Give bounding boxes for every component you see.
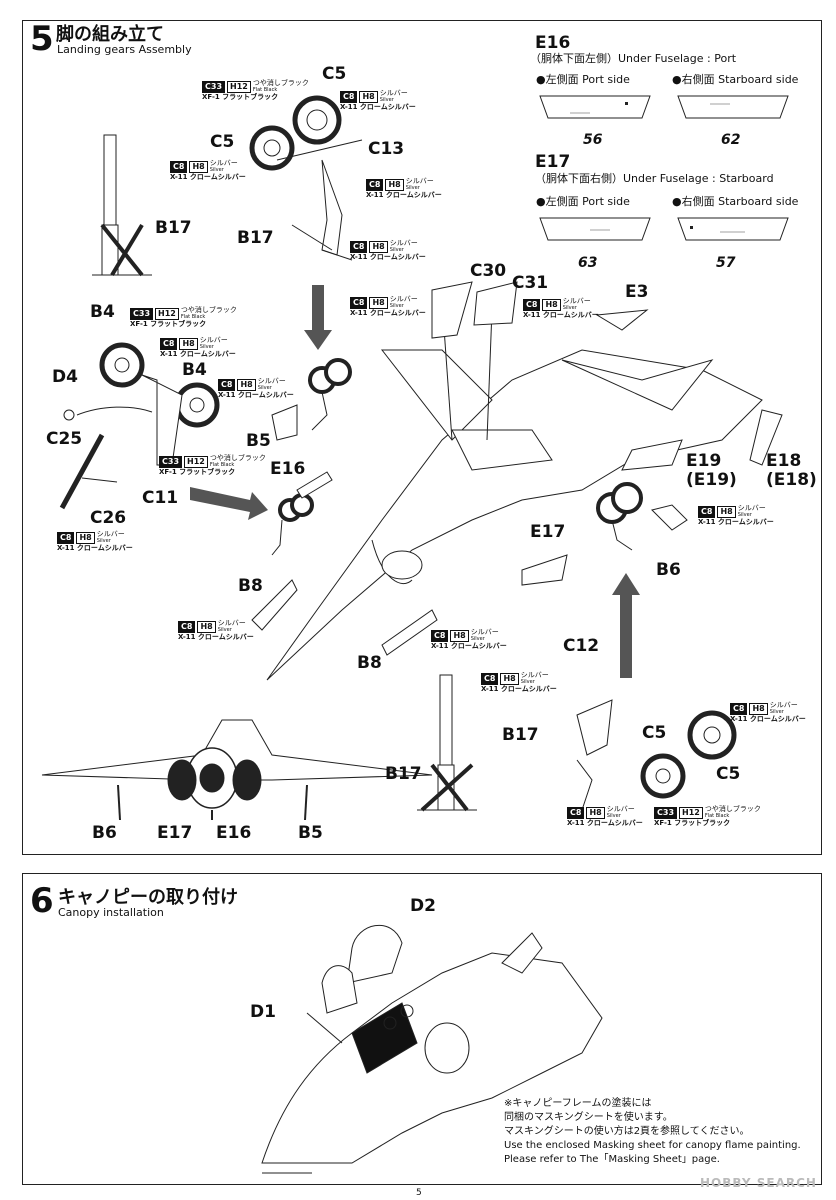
part-b8-a: B8: [238, 576, 263, 596]
front-b6: B6: [92, 823, 117, 843]
part-d2: D2: [410, 896, 436, 916]
part-b4-a: B4: [90, 302, 115, 322]
e17-right-num: 57: [716, 255, 736, 271]
e16-decal-panels: [539, 95, 789, 119]
part-c13: C13: [368, 139, 405, 159]
step5-title-en: Landing gears Assembly: [57, 43, 192, 56]
part-c5-left: C5: [210, 132, 235, 152]
part-b8-b: B8: [357, 653, 382, 673]
step6-title-en: Canopy installation: [58, 906, 164, 919]
step6-frame: [22, 873, 822, 1185]
part-d1: D1: [250, 1002, 276, 1022]
e16-left-label: ●左側面 Port side: [536, 73, 630, 86]
e17-panel-sub: （胴体下面右側）Under Fuselage : Starboard: [535, 172, 774, 185]
e16-left-num: 56: [583, 132, 603, 148]
part-b17-b: B17: [237, 228, 274, 248]
part-c11: C11: [142, 488, 179, 508]
canopy-note-line: Use the enclosed Masking sheet for canop…: [504, 1140, 801, 1151]
watermark: HOBBY SEARCH: [700, 1176, 817, 1190]
e16-panel-sub: （胴体下面左側）Under Fuselage : Port: [530, 52, 737, 65]
e17-panel-label: E17: [535, 152, 571, 172]
part-c12: C12: [563, 636, 600, 656]
part-c31: C31: [512, 273, 549, 293]
step5-frame: [22, 20, 822, 855]
e17-left-label: ●左側面 Port side: [536, 195, 630, 208]
canopy-note-line: マスキングシートの使い方は2頁を参照してください。: [504, 1126, 750, 1137]
canopy-note-line: ※キャノピーフレームの塗装には: [504, 1098, 652, 1109]
part-c5-c: C5: [642, 723, 667, 743]
e16-panel-label: E16: [535, 33, 571, 53]
step5-line-art: [41, 95, 783, 821]
part-b5: B5: [246, 431, 271, 451]
part-e18-paren: (E18): [766, 470, 817, 490]
canopy-note-line: Please refer to The「Masking Sheet」page.: [504, 1154, 720, 1165]
part-d4: D4: [52, 367, 78, 387]
e16-right-label: ●右側面 Starboard side: [672, 73, 799, 86]
step6-title-jp: キャノピーの取り付け: [58, 887, 238, 908]
part-c30: C30: [470, 261, 507, 281]
step5-title-jp: 脚の組み立て: [56, 24, 164, 45]
step5-number: 5: [30, 19, 54, 59]
part-c5-d: C5: [716, 764, 741, 784]
e17-right-label: ●右側面 Starboard side: [672, 195, 799, 208]
part-e17: E17: [530, 522, 566, 542]
e17-decal-panels: [539, 217, 789, 241]
part-b17-c: B17: [502, 725, 539, 745]
part-e3: E3: [625, 282, 649, 302]
canopy-note: ※キャノピーフレームの塗装には 同梱のマスキングシートを使います。 マスキングシ…: [504, 1097, 801, 1167]
part-e19: E19: [686, 451, 722, 471]
page-number: 5: [416, 1188, 422, 1198]
canopy-note-line: 同梱のマスキングシートを使います。: [504, 1112, 673, 1123]
part-e19-paren: (E19): [686, 470, 737, 490]
e17-left-num: 63: [578, 255, 598, 271]
front-e17: E17: [157, 823, 193, 843]
part-b4-b: B4: [182, 360, 207, 380]
e16-right-num: 62: [721, 132, 741, 148]
part-e18: E18: [766, 451, 802, 471]
part-b17-a: B17: [155, 218, 192, 238]
front-e16: E16: [216, 823, 252, 843]
step6-canopy-art: [261, 924, 603, 1174]
front-b5: B5: [298, 823, 323, 843]
part-c26: C26: [90, 508, 127, 528]
part-e16: E16: [270, 459, 306, 479]
step6-number: 6: [30, 881, 54, 921]
part-c5-top: C5: [322, 64, 347, 84]
part-b6: B6: [656, 560, 681, 580]
part-b17-d: B17: [385, 764, 422, 784]
part-c25: C25: [46, 429, 83, 449]
